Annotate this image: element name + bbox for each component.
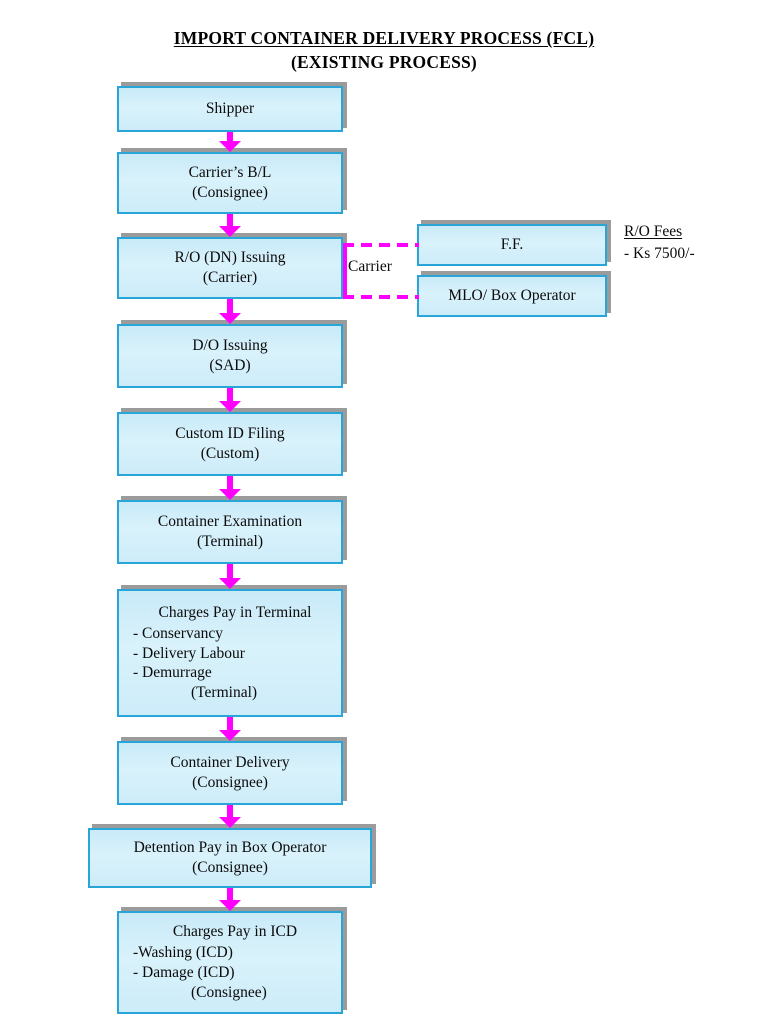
arrow-head — [219, 489, 241, 500]
flow-node-ro-dn-issuing-line-1: R/O (DN) Issuing — [174, 249, 286, 267]
arrow-head — [219, 730, 241, 741]
flow-node-detention-pay-in-box-operator[interactable]: Detention Pay in Box Operator (Consignee… — [88, 828, 372, 888]
arrow-head — [219, 578, 241, 589]
arrow-exam-to-terminalpay — [219, 564, 241, 589]
page-title-line-2: (EXISTING PROCESS) — [291, 52, 477, 72]
arrow-terminalpay-to-delivery — [219, 717, 241, 741]
flow-node-mlo-line-1: MLO/ Box Operator — [448, 287, 576, 305]
arrow-do-to-customid — [219, 388, 241, 412]
arrow-shipper-to-bl — [219, 132, 241, 152]
flow-node-detention-pay-line-1: Detention Pay in Box Operator — [133, 839, 327, 857]
flow-node-do-issuing[interactable]: D/O Issuing (SAD) — [117, 324, 343, 388]
flow-node-ff[interactable]: F.F. — [417, 224, 607, 266]
arrow-shaft — [227, 476, 233, 489]
dashed-connector-ro-to-mlo — [343, 295, 419, 299]
flow-node-carriers-bl-line-1: Carrier’s B/L — [188, 164, 272, 182]
arrow-shaft — [227, 388, 233, 401]
flow-node-charges-pay-in-icd[interactable]: Charges Pay in ICD -Washing (ICD) - Dama… — [117, 911, 343, 1014]
arrow-shaft — [227, 564, 233, 578]
flow-node-container-examination[interactable]: Container Examination (Terminal) — [117, 500, 343, 564]
flow-node-ro-dn-issuing-line-2: (Carrier) — [202, 269, 258, 286]
arrow-customid-to-exam — [219, 476, 241, 500]
arrow-shaft — [227, 299, 233, 313]
flow-node-ff-line-1: F.F. — [500, 236, 524, 254]
flow-node-charges-pay-in-terminal[interactable]: Charges Pay in Terminal - Conservancy - … — [117, 589, 343, 717]
flow-node-container-examination-line-1: Container Examination — [157, 513, 303, 531]
flow-node-mlo-box-operator[interactable]: MLO/ Box Operator — [417, 275, 607, 317]
flow-node-charges-pay-in-icd-item-2: - Damage (ICD) — [133, 964, 235, 981]
arrow-shaft — [227, 214, 233, 226]
arrow-delivery-to-detention — [219, 805, 241, 828]
flow-node-custom-id-filing-line-1: Custom ID Filing — [175, 425, 285, 443]
flow-node-carriers-bl[interactable]: Carrier’s B/L (Consignee) — [117, 152, 343, 214]
flow-node-charges-pay-in-terminal-item-3: - Demurrage — [133, 664, 212, 682]
flow-node-container-examination-line-2: (Terminal) — [196, 533, 264, 550]
flow-node-charges-pay-in-icd-heading: Charges Pay in ICD — [172, 923, 298, 941]
arrow-head — [219, 313, 241, 324]
flow-node-container-delivery[interactable]: Container Delivery (Consignee) — [117, 741, 343, 805]
flow-node-charges-pay-in-icd-item-1: -Washing (ICD) — [133, 944, 233, 962]
flow-node-charges-pay-in-terminal-footer: (Terminal) — [191, 684, 258, 702]
dashed-connector-vertical-stub — [343, 243, 347, 299]
flow-node-charges-pay-in-terminal-item-1: - Conservancy — [133, 624, 223, 642]
arrow-ro-to-do — [219, 299, 241, 324]
flow-node-ro-dn-issuing[interactable]: R/O (DN) Issuing (Carrier) — [117, 237, 343, 299]
dashed-connector-ro-to-ff — [343, 243, 419, 247]
page-title: IMPORT CONTAINER DELIVERY PROCESS (FCL) … — [0, 28, 768, 73]
flow-node-do-issuing-line-1: D/O Issuing — [192, 337, 268, 355]
arrow-detention-to-icdpay — [219, 888, 241, 911]
arrow-shaft — [227, 717, 233, 730]
flow-node-do-issuing-line-2: (SAD) — [209, 357, 251, 374]
arrow-head — [219, 141, 241, 152]
flow-node-container-delivery-line-2: (Consignee) — [192, 774, 268, 791]
arrow-head — [219, 401, 241, 412]
page-title-line-1: IMPORT CONTAINER DELIVERY PROCESS (FCL) — [173, 28, 595, 48]
dashed-connector-label-carrier: Carrier — [348, 258, 392, 275]
flow-node-container-delivery-line-1: Container Delivery — [170, 754, 290, 772]
arrow-shaft — [227, 132, 233, 141]
arrow-bl-to-ro — [219, 214, 241, 237]
flow-node-custom-id-filing[interactable]: Custom ID Filing (Custom) — [117, 412, 343, 476]
flow-node-carriers-bl-line-2: (Consignee) — [192, 184, 268, 201]
flow-node-charges-pay-in-terminal-heading: Charges Pay in Terminal — [158, 603, 312, 621]
ro-fees-value: - Ks 7500/- — [624, 245, 695, 262]
arrow-shaft — [227, 805, 233, 817]
flow-node-shipper-line-1: Shipper — [205, 100, 255, 118]
flow-node-detention-pay-line-2: (Consignee) — [192, 859, 268, 876]
arrow-shaft — [227, 888, 233, 900]
flow-node-shipper[interactable]: Shipper — [117, 86, 343, 132]
flow-node-charges-pay-in-terminal-item-2: - Delivery Labour — [133, 644, 245, 662]
flow-node-custom-id-filing-line-2: (Custom) — [200, 445, 260, 462]
arrow-head — [219, 817, 241, 828]
arrow-head — [219, 900, 241, 911]
arrow-head — [219, 226, 241, 237]
flow-node-charges-pay-in-icd-footer: (Consignee) — [191, 983, 267, 1001]
ro-fees-title: R/O Fees — [624, 223, 683, 240]
